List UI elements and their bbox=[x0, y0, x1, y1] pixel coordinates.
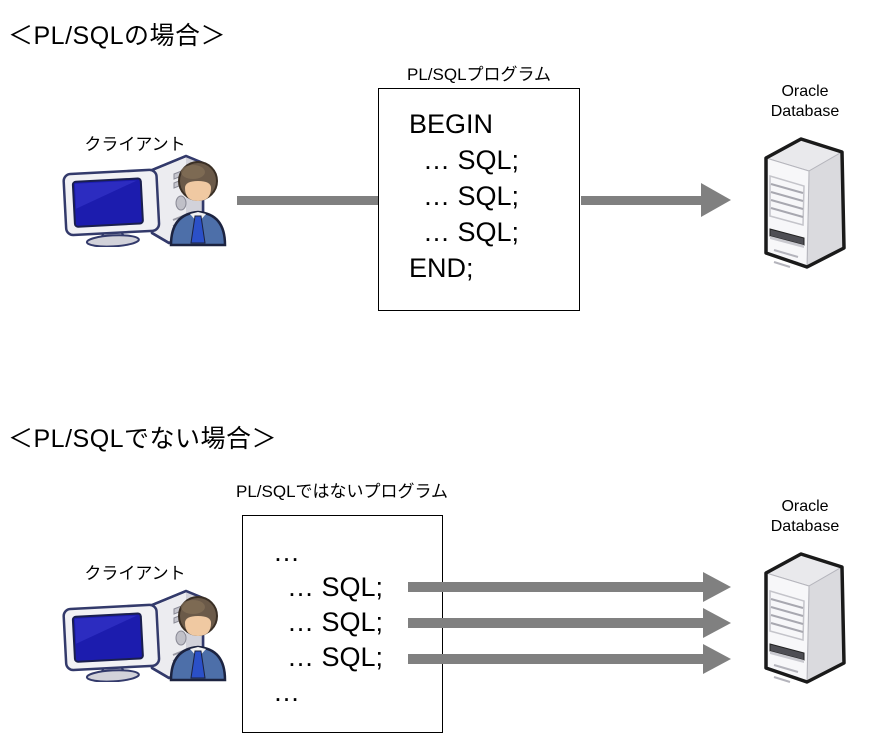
code-line: BEGIN bbox=[409, 109, 494, 139]
client-computer-user-icon bbox=[62, 154, 227, 247]
arrowhead-icon bbox=[701, 183, 731, 217]
code-line: … SQL; bbox=[287, 572, 384, 602]
code-line: … SQL; bbox=[423, 217, 520, 247]
program-label: PL/SQLではないプログラム bbox=[235, 482, 449, 501]
code-line: … SQL; bbox=[287, 607, 384, 637]
arrowhead-icon bbox=[703, 572, 731, 602]
section-title-non-plsql: ＜PL/SQLでない場合＞ bbox=[8, 425, 278, 453]
arrow-client-to-program bbox=[237, 196, 378, 205]
code-line: END; bbox=[409, 253, 474, 283]
client-computer-user-icon bbox=[62, 589, 227, 682]
code-line: … bbox=[273, 677, 300, 707]
monitor-icon bbox=[62, 168, 161, 247]
user-icon bbox=[169, 596, 227, 682]
user-icon bbox=[169, 161, 227, 247]
arrowhead-icon bbox=[703, 644, 731, 674]
code-line: … SQL; bbox=[423, 145, 520, 175]
client-label: クライアント bbox=[84, 135, 186, 154]
program-label: PL/SQLプログラム bbox=[406, 65, 552, 84]
database-server-icon bbox=[764, 552, 846, 684]
arrow-sql3-to-database bbox=[408, 654, 704, 664]
code-line: … SQL; bbox=[287, 642, 384, 672]
arrow-program-to-database bbox=[581, 196, 702, 205]
oracle-db-label: Oracle Database bbox=[770, 498, 840, 535]
oracle-db-label: Oracle Database bbox=[770, 83, 840, 120]
code-line: … SQL; bbox=[423, 181, 520, 211]
program-box-plsql: BEGIN … SQL; … SQL; … SQL; END; bbox=[378, 88, 580, 311]
monitor-icon bbox=[62, 603, 161, 682]
section-title-plsql: ＜PL/SQLの場合＞ bbox=[8, 22, 227, 50]
arrow-sql2-to-database bbox=[408, 618, 704, 628]
arrow-sql1-to-database bbox=[408, 582, 704, 592]
database-server-icon bbox=[764, 137, 846, 269]
arrowhead-icon bbox=[703, 608, 731, 638]
client-label: クライアント bbox=[84, 564, 186, 583]
code-line: … bbox=[273, 537, 300, 567]
